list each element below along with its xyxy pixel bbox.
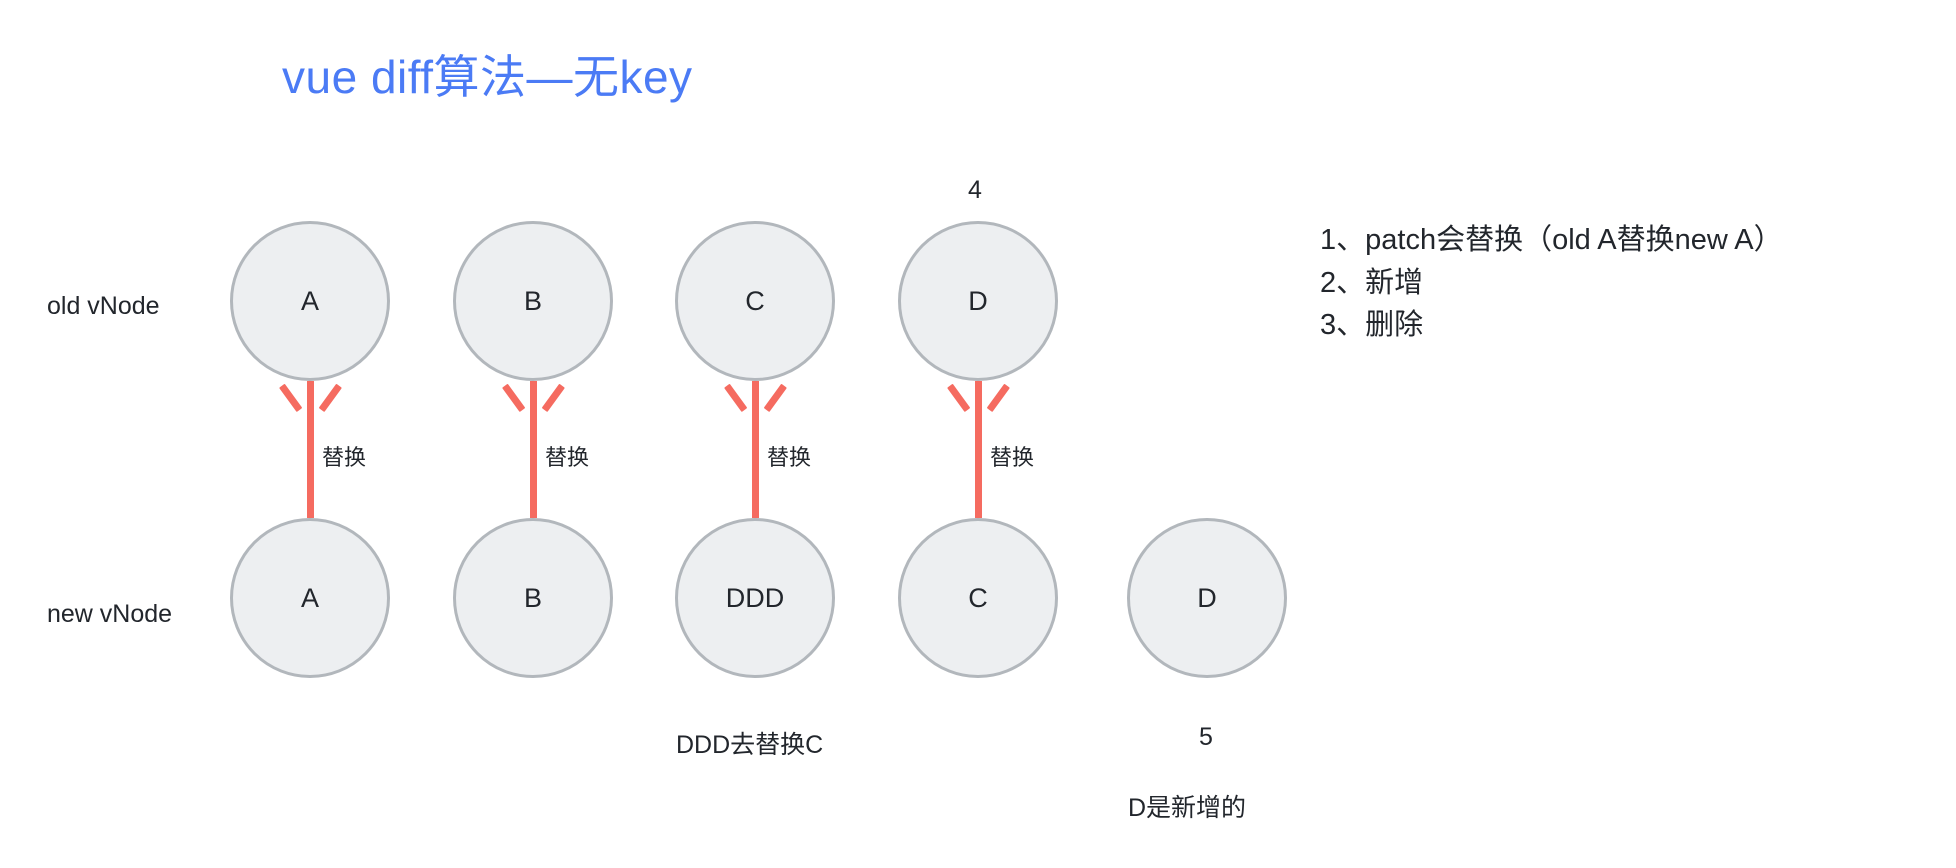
old-node-0-label: A (300, 285, 319, 316)
annotation-ddd-replaces-c: DDD去替换C (676, 731, 824, 759)
old-node-2[interactable]: C (675, 221, 835, 381)
replace-arrow-0-icon (307, 381, 314, 518)
old-node-0[interactable]: A (230, 221, 390, 381)
old-node-1-label: B (523, 285, 542, 316)
new-node-1-label: B (523, 582, 542, 613)
note-line-3: 3、删除 (1320, 309, 1424, 342)
replace-arrow-0-caption: 替换 (322, 445, 367, 470)
old-node-2-label: C (745, 285, 765, 316)
row-label-old-vnode: old vNode (47, 292, 160, 320)
new-node-3-label: C (968, 582, 988, 613)
marker-number-4: 4 (968, 176, 982, 204)
old-node-1[interactable]: B (453, 221, 613, 381)
new-node-4[interactable]: D (1127, 518, 1287, 678)
new-node-0-label: A (300, 582, 319, 613)
row-label-new-vnode: new vNode (47, 600, 173, 628)
replace-arrow-3-caption: 替换 (990, 445, 1035, 470)
replace-arrow-3-icon (975, 381, 982, 518)
new-node-0[interactable]: A (230, 518, 390, 678)
replace-arrow-2-icon (752, 381, 759, 518)
replace-arrow-2-caption: 替换 (767, 445, 812, 470)
replace-arrow-1-caption: 替换 (545, 445, 590, 470)
marker-number-5: 5 (1199, 723, 1213, 751)
new-node-2[interactable]: DDD (675, 518, 835, 678)
new-node-1[interactable]: B (453, 518, 613, 678)
notes-list: 1、patch会替换（old A替换new A） 2、新增 3、删除 (1320, 219, 1783, 347)
new-node-3[interactable]: C (898, 518, 1058, 678)
note-line-2: 2、新增 (1320, 266, 1424, 299)
page-title: vue diff算法—无key (282, 51, 693, 103)
note-line-1: 1、patch会替换（old A替换new A） (1320, 224, 1783, 256)
new-node-2-label: DDD (725, 582, 785, 613)
old-node-3-label: D (968, 285, 988, 316)
replace-arrow-1-icon (530, 381, 537, 518)
annotation-d-is-new: D是新增的 (1128, 794, 1247, 822)
new-node-4-label: D (1197, 582, 1217, 613)
old-node-3[interactable]: D (898, 221, 1058, 381)
